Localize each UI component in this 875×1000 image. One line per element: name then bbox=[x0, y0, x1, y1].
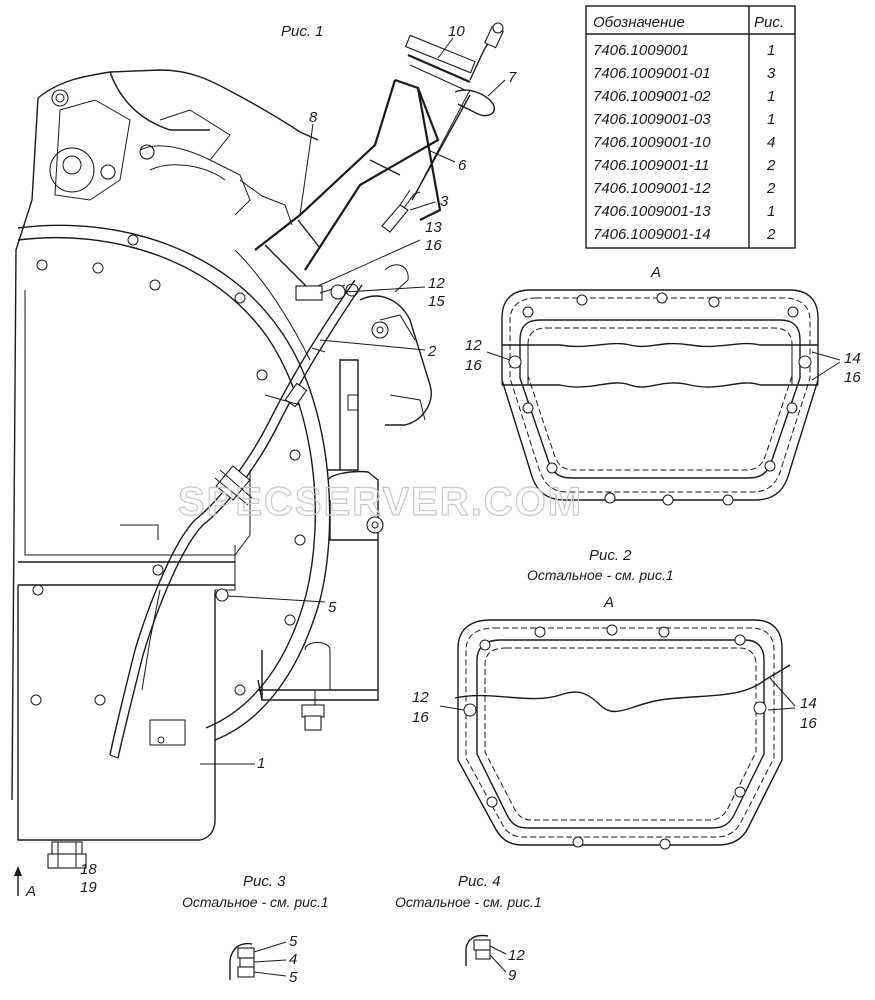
table-header-designation: Обозначение bbox=[593, 14, 685, 31]
fig2-drawing: Рис. 2 Остальное - см. рис.1 А 12 16 14 … bbox=[412, 547, 817, 850]
fig3-drawing: Рис. 3 Остальное - см. рис.1 5 4 5 bbox=[182, 873, 329, 986]
arrow-a-label: А bbox=[25, 883, 36, 900]
view-a-callout-14: 14 bbox=[844, 350, 861, 367]
fig2-note: Остальное - см. рис.1 bbox=[527, 567, 674, 583]
view-a-callout-12: 12 bbox=[465, 337, 482, 354]
table-row-designation: 7406.1009001-02 bbox=[593, 88, 711, 105]
callout-5: 5 bbox=[328, 599, 337, 616]
fig4-callout-12: 12 bbox=[508, 947, 525, 964]
fig3-caption: Рис. 3 bbox=[243, 873, 286, 890]
fig2-callout-12: 12 bbox=[412, 689, 429, 706]
table-header-fig: Рис. bbox=[754, 14, 784, 31]
fig4-callout-9: 9 bbox=[508, 967, 517, 984]
table-row-designation: 7406.1009001-10 bbox=[593, 134, 711, 151]
table-row-fig: 4 bbox=[767, 134, 775, 151]
callout-15: 15 bbox=[428, 293, 445, 310]
watermark: SPECSERVER.COM bbox=[178, 480, 583, 524]
callout-10: 10 bbox=[448, 23, 465, 40]
callout-18: 18 bbox=[80, 861, 97, 878]
callout-12: 12 bbox=[428, 275, 445, 292]
callout-16: 16 bbox=[425, 237, 442, 254]
table-row-fig: 1 bbox=[767, 203, 775, 220]
fig1-caption: Рис. 1 bbox=[281, 23, 324, 40]
table-row-designation: 7406.1009001-03 bbox=[593, 111, 711, 128]
fig2-callout-14: 14 bbox=[800, 695, 817, 712]
table-row-fig: 1 bbox=[767, 111, 775, 128]
table-row-designation: 7406.1009001-11 bbox=[593, 157, 710, 174]
fig2-view-label: А bbox=[603, 594, 614, 611]
callout-6: 6 bbox=[458, 157, 467, 174]
callout-8: 8 bbox=[309, 109, 318, 126]
fig3-callout-5: 5 bbox=[289, 933, 298, 950]
fig3-callout-5b: 5 bbox=[289, 969, 298, 986]
fig4-caption: Рис. 4 bbox=[458, 873, 501, 890]
table-row-fig: 2 bbox=[766, 180, 776, 197]
fig4-note: Остальное - см. рис.1 bbox=[395, 894, 542, 910]
fig2-callout-16b: 16 bbox=[800, 715, 817, 732]
fig1-drawing: Рис. 1 bbox=[11, 22, 504, 869]
callout-2: 2 bbox=[427, 343, 437, 360]
table-row-fig: 2 bbox=[766, 157, 776, 174]
table-row-fig: 1 bbox=[767, 88, 775, 105]
view-a-detail: А 12 16 14 16 bbox=[465, 264, 861, 506]
fig2-callout-16: 16 bbox=[412, 709, 429, 726]
table-row-designation: 7406.1009001 bbox=[593, 42, 689, 59]
view-a-callout-16b: 16 bbox=[844, 369, 861, 386]
fig4-drawing: Рис. 4 Остальное - см. рис.1 12 9 bbox=[395, 873, 542, 984]
callout-1: 1 bbox=[257, 755, 265, 772]
fig3-callout-4: 4 bbox=[289, 951, 297, 968]
view-a-detail-label: А bbox=[650, 264, 661, 281]
callout-7: 7 bbox=[508, 69, 517, 86]
table-row-designation: 7406.1009001-01 bbox=[593, 65, 711, 82]
fig1-callouts: 10 7 8 6 3 13 16 12 15 2 5 1 18 19 А bbox=[14, 23, 517, 900]
view-a-callout-16: 16 bbox=[465, 357, 482, 374]
fig3-note: Остальное - см. рис.1 bbox=[182, 894, 329, 910]
table-row-fig: 3 bbox=[767, 65, 776, 82]
table-row-designation: 7406.1009001-13 bbox=[593, 203, 711, 220]
table-row-designation: 7406.1009001-12 bbox=[593, 180, 711, 197]
designation-table: Обозначение Рис. 7406.1009001 1 7406.100… bbox=[585, 5, 796, 249]
table-row-designation: 7406.1009001-14 bbox=[593, 226, 711, 243]
callout-3: 3 bbox=[440, 193, 449, 210]
callout-19: 19 bbox=[80, 879, 97, 896]
callout-13: 13 bbox=[425, 219, 442, 236]
fig2-caption: Рис. 2 bbox=[589, 547, 632, 564]
table-row-fig: 1 bbox=[767, 42, 775, 59]
table-row-fig: 2 bbox=[766, 226, 776, 243]
